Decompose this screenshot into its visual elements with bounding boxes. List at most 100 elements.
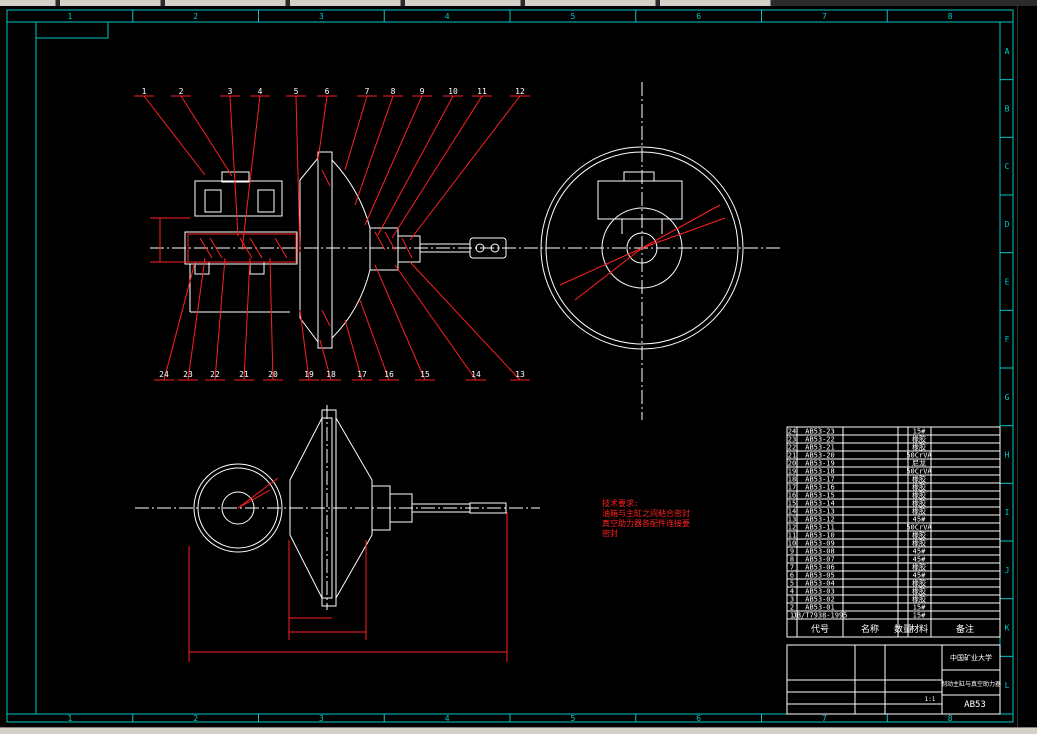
university-name: 中国矿业大学 (950, 653, 992, 662)
bom-header-cell: 材料 (910, 623, 928, 635)
tab-2[interactable] (60, 0, 161, 6)
bom-item-code: AB53-16 (805, 484, 835, 492)
balloon-top: 4 (258, 87, 263, 96)
bom-item-number: 11 (788, 532, 796, 540)
balloon-top: 11 (477, 87, 487, 96)
bom-item-number: 1 (790, 612, 794, 620)
bom-item-code: AB53-23 (805, 428, 835, 436)
bom-item-number: 15 (788, 500, 796, 508)
drawing-scale: 1:1 (925, 696, 936, 703)
balloon-bottom: 13 (515, 370, 525, 379)
bom-item-code: AB53-20 (805, 452, 835, 460)
bom-item-number: 8 (790, 556, 794, 564)
balloon-top: 6 (325, 87, 330, 96)
bom-item-material: 尼龙 (912, 459, 926, 468)
bom-item-code: AB53-19 (805, 460, 835, 468)
bom-item-material: 橡胶 (912, 491, 926, 500)
column-marker-top: 1 (67, 12, 72, 21)
bom-item-material: 橡胶 (912, 531, 926, 540)
bom-item-number: 17 (788, 484, 796, 492)
balloon-bottom: 20 (268, 370, 278, 379)
notes-title: 技术要求: (602, 498, 639, 508)
bom-item-material: 15# (913, 604, 926, 612)
bom-item-number: 10 (788, 540, 796, 548)
balloon-top: 8 (391, 87, 396, 96)
bom-item-number: 9 (790, 548, 794, 556)
balloon-top: 9 (420, 87, 425, 96)
bom-item-material: 橡胶 (912, 483, 926, 492)
vertical-scrollbar[interactable] (1017, 6, 1037, 727)
balloon-bottom: 21 (239, 370, 249, 379)
column-marker-top: 8 (948, 12, 953, 21)
tab-6[interactable] (525, 0, 656, 6)
bom-item-number: 6 (790, 572, 794, 580)
bom-item-number: 13 (788, 516, 796, 524)
bom-header-cell: 代号 (811, 624, 829, 635)
column-marker-bottom: 4 (445, 714, 450, 723)
bom-item-code: AB53-22 (805, 436, 835, 444)
bom-item-material: 15# (913, 428, 926, 436)
column-marker-top: 5 (570, 12, 575, 21)
row-marker: A (1005, 47, 1010, 56)
row-marker: J (1005, 566, 1010, 575)
row-marker: D (1005, 220, 1010, 229)
bom-item-number: 14 (788, 508, 796, 516)
bom-item-code: AB53-13 (805, 508, 835, 516)
tab-1[interactable] (0, 0, 56, 6)
row-marker: H (1005, 451, 1010, 460)
end-view (540, 146, 744, 350)
column-marker-top: 3 (319, 12, 324, 21)
status-bar (0, 727, 1037, 734)
tab-7[interactable] (660, 0, 771, 6)
bom-item-code: AB53-04 (805, 580, 835, 588)
tab-3[interactable] (165, 0, 286, 6)
balloon-bottom: 16 (384, 370, 394, 379)
bom-item-number: 3 (790, 596, 794, 604)
balloon-top: 10 (448, 87, 458, 96)
balloon-top: 1 (142, 87, 147, 96)
notes-line-1: 油箱与主缸之间粘合密封 (602, 508, 690, 518)
balloon-top: 2 (179, 87, 184, 96)
row-marker: F (1005, 335, 1010, 344)
title-block: 中国矿业大学 制动主缸与真空助力器 AB53 1:1 (786, 644, 1001, 715)
bom-item-material: 45# (913, 516, 926, 524)
notes-line-2: 真空助力器各配件连接要 (602, 518, 690, 528)
bom-item-material: 橡胶 (912, 507, 926, 516)
bom-item-number: 2 (790, 604, 794, 612)
bom-item-material: 50CrVA (906, 524, 932, 532)
bom-item-number: 7 (790, 564, 794, 572)
column-marker-bottom: 3 (319, 714, 324, 723)
bom-item-code: AB53-03 (805, 588, 835, 596)
bom-item-code: JB/T7938-1995 (793, 612, 848, 620)
balloon-bottom: 18 (326, 370, 336, 379)
bom-item-material: 橡胶 (912, 475, 926, 484)
column-marker-top: 4 (445, 12, 450, 21)
bom-item-code: AB53-02 (805, 596, 835, 604)
bom-item-number: 18 (788, 476, 796, 484)
bom-item-material: 橡胶 (912, 499, 926, 508)
bom-item-number: 19 (788, 468, 796, 476)
bom-item-material: 50CrVA (906, 468, 932, 476)
bom-item-number: 5 (790, 580, 794, 588)
drawing-title: 制动主缸与真空助力器 (941, 680, 1001, 688)
bom-item-code: AB53-11 (805, 524, 835, 532)
technical-notes: 技术要求: 油箱与主缸之间粘合密封 真空助力器各配件连接要 密封 (602, 498, 690, 538)
bom-header-cell: 名称 (861, 623, 879, 635)
side-view (188, 409, 508, 662)
balloon-bottom: 15 (420, 370, 430, 379)
tab-5[interactable] (405, 0, 521, 6)
tab-4[interactable] (290, 0, 401, 6)
balloon-bottom: 17 (357, 370, 367, 379)
center-lines (135, 82, 780, 610)
bom-item-material: 50CrVA (906, 452, 932, 460)
bom-item-code: AB53-17 (805, 476, 835, 484)
bom-item-code: AB53-01 (805, 604, 835, 612)
bom-item-material: 橡胶 (912, 443, 926, 452)
bom-item-material: 15# (913, 612, 926, 620)
bom-item-material: 橡胶 (912, 595, 926, 604)
column-marker-bottom: 7 (822, 714, 827, 723)
